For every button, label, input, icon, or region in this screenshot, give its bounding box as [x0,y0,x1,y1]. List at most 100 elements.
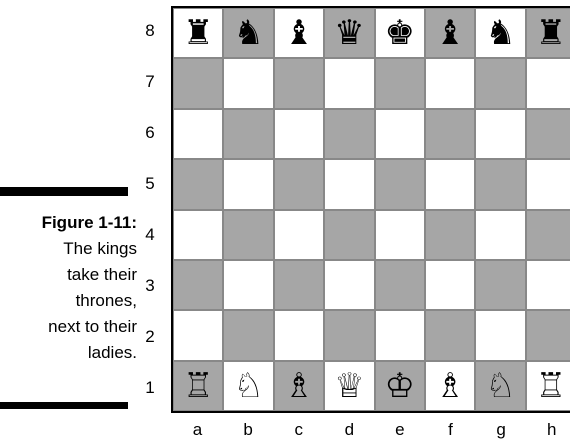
square-f4[interactable] [425,210,475,260]
file-label-e: e [374,420,425,440]
square-h2[interactable] [526,310,570,360]
square-c4[interactable] [274,210,324,260]
square-g3[interactable] [475,260,525,310]
square-c5[interactable] [274,159,324,209]
white-bishop-icon[interactable]: ♗ [284,369,314,403]
square-e3[interactable] [375,260,425,310]
caption-rule-bottom [0,402,128,409]
square-g2[interactable] [475,310,525,360]
caption-line: next to their [0,314,137,340]
square-b5[interactable] [223,159,273,209]
square-c3[interactable] [274,260,324,310]
square-f8[interactable]: ♝ [425,8,475,58]
black-king-icon[interactable]: ♚ [384,16,414,50]
square-f3[interactable] [425,260,475,310]
square-h5[interactable] [526,159,570,209]
caption-line: thrones, [0,288,137,314]
square-a4[interactable] [173,210,223,260]
square-h3[interactable] [526,260,570,310]
caption-rule-top [0,187,128,196]
square-g8[interactable]: ♞ [475,8,525,58]
square-h4[interactable] [526,210,570,260]
square-b3[interactable] [223,260,273,310]
square-d8[interactable]: ♛ [324,8,374,58]
square-f7[interactable] [425,58,475,108]
rank-label-2: 2 [140,312,160,362]
white-knight-icon[interactable]: ♘ [233,369,263,403]
black-rook-icon[interactable]: ♜ [536,16,566,50]
square-b2[interactable] [223,310,273,360]
square-f5[interactable] [425,159,475,209]
figure-number: Figure 1-11: [42,213,137,232]
square-a6[interactable] [173,109,223,159]
square-g1[interactable]: ♘ [475,361,525,411]
file-label-h: h [526,420,570,440]
square-a3[interactable] [173,260,223,310]
square-e1[interactable]: ♔ [375,361,425,411]
black-knight-icon[interactable]: ♞ [233,16,263,50]
rank-label-6: 6 [140,108,160,158]
white-king-icon[interactable]: ♔ [384,369,414,403]
square-g7[interactable] [475,58,525,108]
square-f2[interactable] [425,310,475,360]
white-bishop-icon[interactable]: ♗ [435,369,465,403]
white-knight-icon[interactable]: ♘ [485,369,515,403]
rank-label-3: 3 [140,261,160,311]
file-label-g: g [476,420,527,440]
white-rook-icon[interactable]: ♖ [536,369,566,403]
caption-line: The kings [0,236,137,262]
square-g4[interactable] [475,210,525,260]
square-g6[interactable] [475,109,525,159]
rank-label-7: 7 [140,57,160,107]
rank-label-5: 5 [140,159,160,209]
file-label-f: f [425,420,476,440]
square-c1[interactable]: ♗ [274,361,324,411]
square-h8[interactable]: ♜ [526,8,570,58]
square-d1[interactable]: ♕ [324,361,374,411]
square-b6[interactable] [223,109,273,159]
square-e2[interactable] [375,310,425,360]
square-c2[interactable] [274,310,324,360]
square-d5[interactable] [324,159,374,209]
file-label-a: a [172,420,223,440]
square-d3[interactable] [324,260,374,310]
square-f6[interactable] [425,109,475,159]
square-d4[interactable] [324,210,374,260]
square-f1[interactable]: ♗ [425,361,475,411]
caption-line: ladies. [0,340,137,366]
black-queen-icon[interactable]: ♛ [334,16,364,50]
square-a8[interactable]: ♜ [173,8,223,58]
black-knight-icon[interactable]: ♞ [485,16,515,50]
square-a2[interactable] [173,310,223,360]
square-b7[interactable] [223,58,273,108]
square-e8[interactable]: ♚ [375,8,425,58]
square-b1[interactable]: ♘ [223,361,273,411]
black-bishop-icon[interactable]: ♝ [284,16,314,50]
square-d2[interactable] [324,310,374,360]
square-e5[interactable] [375,159,425,209]
square-b8[interactable]: ♞ [223,8,273,58]
white-rook-icon[interactable]: ♖ [183,369,213,403]
square-b4[interactable] [223,210,273,260]
square-e4[interactable] [375,210,425,260]
square-c6[interactable] [274,109,324,159]
square-d7[interactable] [324,58,374,108]
black-bishop-icon[interactable]: ♝ [435,16,465,50]
square-g5[interactable] [475,159,525,209]
square-e6[interactable] [375,109,425,159]
rank-label-4: 4 [140,210,160,260]
square-h6[interactable] [526,109,570,159]
file-label-d: d [324,420,375,440]
white-queen-icon[interactable]: ♕ [334,369,364,403]
square-a5[interactable] [173,159,223,209]
square-c8[interactable]: ♝ [274,8,324,58]
square-h7[interactable] [526,58,570,108]
file-label-c: c [273,420,324,440]
square-d6[interactable] [324,109,374,159]
black-rook-icon[interactable]: ♜ [183,16,213,50]
square-c7[interactable] [274,58,324,108]
square-a1[interactable]: ♖ [173,361,223,411]
square-e7[interactable] [375,58,425,108]
square-a7[interactable] [173,58,223,108]
square-h1[interactable]: ♖ [526,361,570,411]
